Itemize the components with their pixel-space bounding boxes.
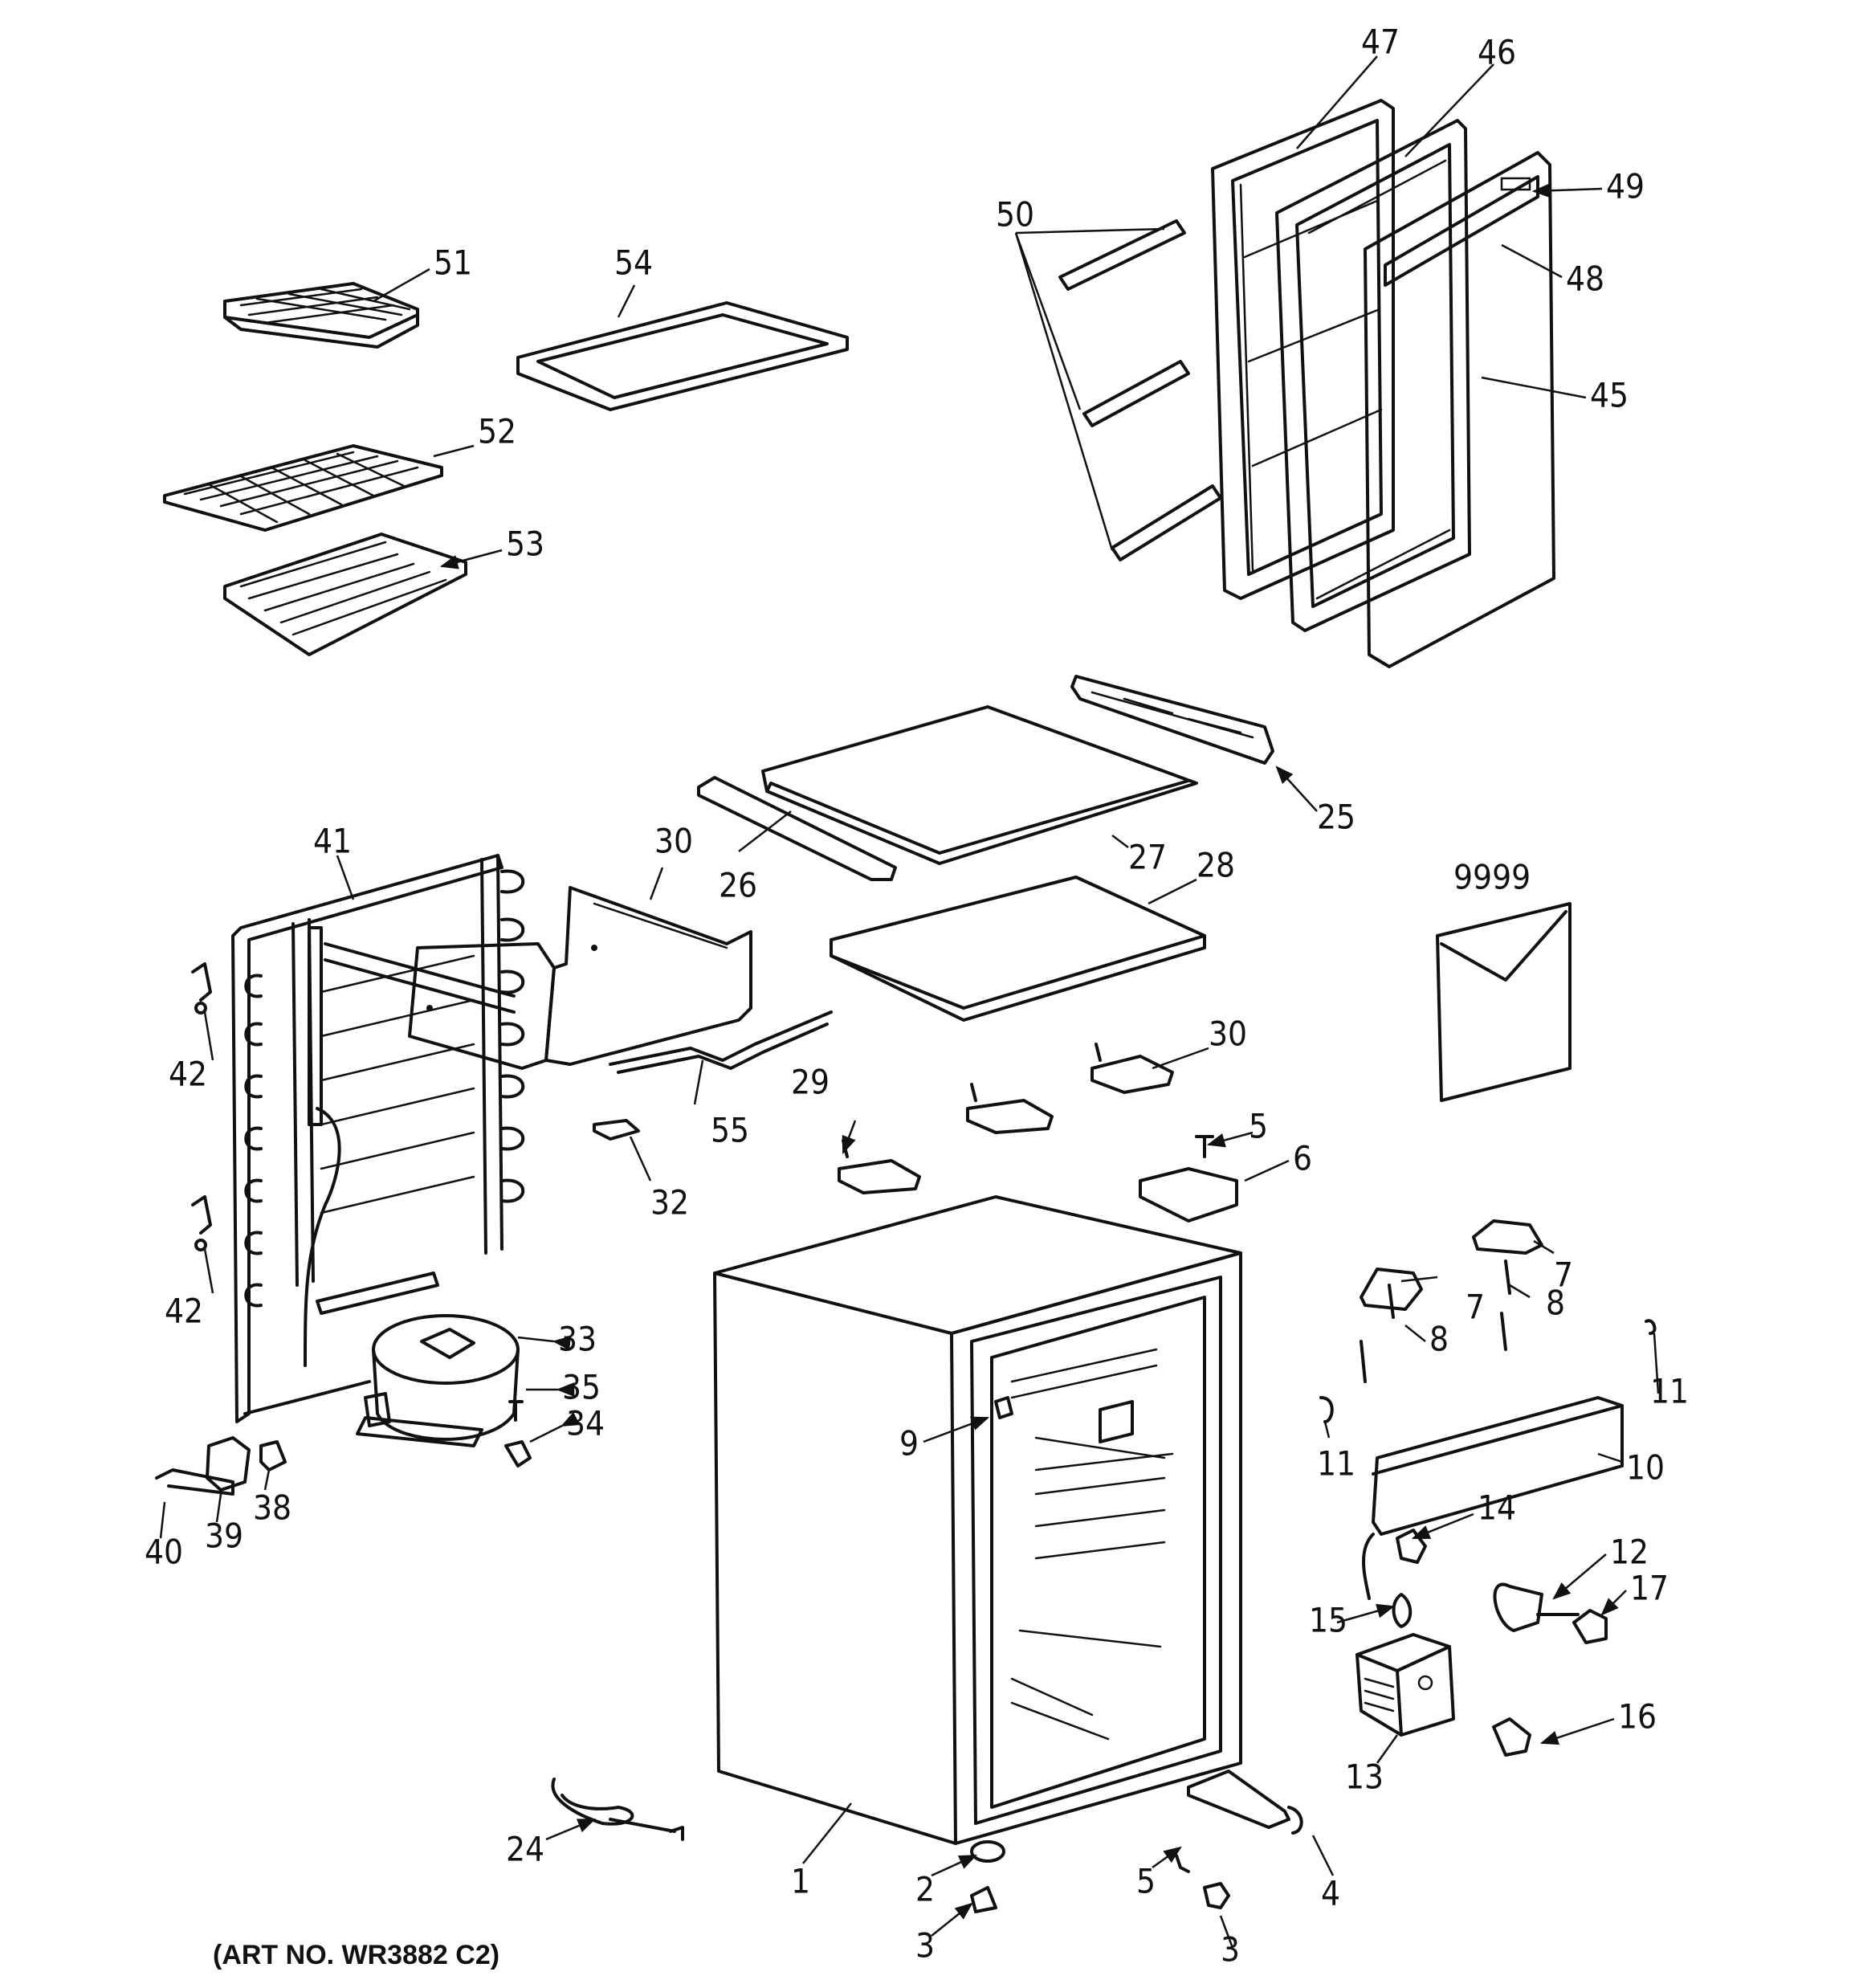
callout-9: 9	[899, 1424, 919, 1463]
callout-49: 49	[1606, 167, 1645, 206]
callout-7-right: 7	[1554, 1255, 1573, 1295]
callout-labels: 47 46 49 48 45 50 51 54 52 53 25 26 27 2…	[145, 22, 1689, 1971]
callout-26: 26	[719, 866, 757, 905]
callout-3-left: 3	[915, 1926, 935, 1966]
drip-pan-and-tube	[408, 886, 833, 1074]
callout-16: 16	[1618, 1697, 1657, 1737]
callout-11-right: 11	[1650, 1372, 1689, 1411]
door-assembly	[1211, 99, 1555, 668]
callout-54: 54	[614, 243, 653, 283]
callout-40: 40	[145, 1533, 183, 1572]
freezer-shelf	[163, 444, 443, 532]
ice-tray	[223, 282, 419, 349]
callout-31: 30	[654, 822, 693, 861]
callout-51: 51	[434, 243, 472, 283]
small-parts	[155, 962, 1657, 1913]
freezer-compartment-parts	[697, 675, 1274, 1022]
callout-42-bottom: 42	[165, 1292, 203, 1331]
callout-32: 32	[650, 1183, 689, 1223]
callout-30: 30	[1209, 1014, 1247, 1054]
callout-12: 12	[1610, 1533, 1649, 1572]
info-envelope	[1436, 902, 1572, 1102]
callout-48: 48	[1566, 259, 1604, 299]
callout-5-lower: 5	[1136, 1862, 1156, 1901]
cabinet	[713, 1195, 1242, 1845]
callout-11-left: 11	[1317, 1444, 1355, 1484]
callout-52: 52	[478, 412, 516, 451]
callout-46: 46	[1478, 33, 1516, 72]
callout-55: 55	[711, 1111, 749, 1150]
callout-5-upper: 5	[1249, 1107, 1268, 1146]
callout-41: 41	[313, 822, 352, 861]
callout-28: 28	[1196, 846, 1235, 885]
callout-38: 38	[253, 1488, 291, 1528]
art-number: (ART NO. WR3882 C2)	[213, 1940, 499, 1970]
callout-34: 34	[566, 1404, 605, 1443]
callout-8-left: 8	[1429, 1320, 1449, 1359]
callout-45: 45	[1590, 376, 1629, 415]
callout-53: 53	[506, 525, 544, 564]
callout-42-top: 42	[169, 1055, 207, 1094]
callout-25: 25	[1317, 798, 1355, 837]
callout-8-right: 8	[1546, 1284, 1565, 1323]
door-shelf-bars	[1058, 219, 1222, 561]
compressor	[356, 1314, 520, 1447]
callout-9999: 9999	[1453, 858, 1531, 897]
leader-lines	[159, 55, 1660, 1949]
callout-4: 4	[1321, 1874, 1340, 1913]
callout-29: 29	[791, 1063, 830, 1102]
callout-39: 39	[205, 1517, 243, 1556]
callout-27: 27	[1128, 838, 1167, 877]
callout-6: 6	[1293, 1139, 1312, 1178]
callout-14: 14	[1478, 1488, 1516, 1528]
wire-shelf	[223, 533, 467, 656]
callout-1: 1	[791, 1862, 810, 1901]
callout-7-left: 7	[1466, 1288, 1485, 1327]
callout-35: 35	[562, 1368, 601, 1407]
callout-10: 10	[1626, 1448, 1665, 1488]
callout-15: 15	[1309, 1601, 1347, 1640]
callout-2: 2	[915, 1870, 935, 1909]
callout-17: 17	[1630, 1569, 1669, 1608]
callout-50: 50	[996, 195, 1034, 235]
callout-33: 33	[558, 1320, 597, 1359]
evaporator-coil	[231, 854, 525, 1423]
callout-13: 13	[1345, 1757, 1384, 1797]
callout-3-right: 3	[1221, 1930, 1240, 1970]
callout-24: 24	[506, 1830, 544, 1869]
drip-tray	[516, 301, 849, 411]
callout-47: 47	[1361, 22, 1400, 62]
